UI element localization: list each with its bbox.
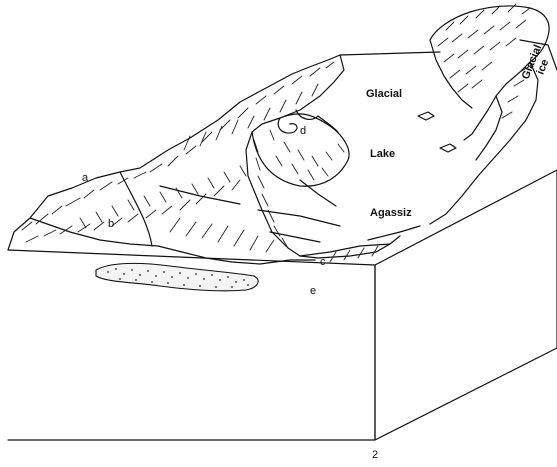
point-label-a: a [82, 172, 89, 184]
point-label-e: e [310, 285, 316, 297]
point-label-c: c [320, 256, 326, 268]
left-hills [8, 55, 400, 264]
lake-plain [258, 112, 456, 262]
lake-label: Glacial Lake Agassiz [366, 88, 412, 219]
lake-label-line1: Glacial [366, 88, 402, 100]
point-label-b: b [108, 218, 114, 230]
stippled-sediment [96, 263, 258, 290]
lake-label-line2: Lake [370, 148, 395, 160]
upper-valley-hill [252, 110, 349, 186]
lake-label-line3: Agassiz [370, 207, 412, 219]
glacial-ice [430, 4, 549, 224]
point-label-d: d [300, 125, 306, 137]
figure-number: 2 [372, 449, 378, 461]
